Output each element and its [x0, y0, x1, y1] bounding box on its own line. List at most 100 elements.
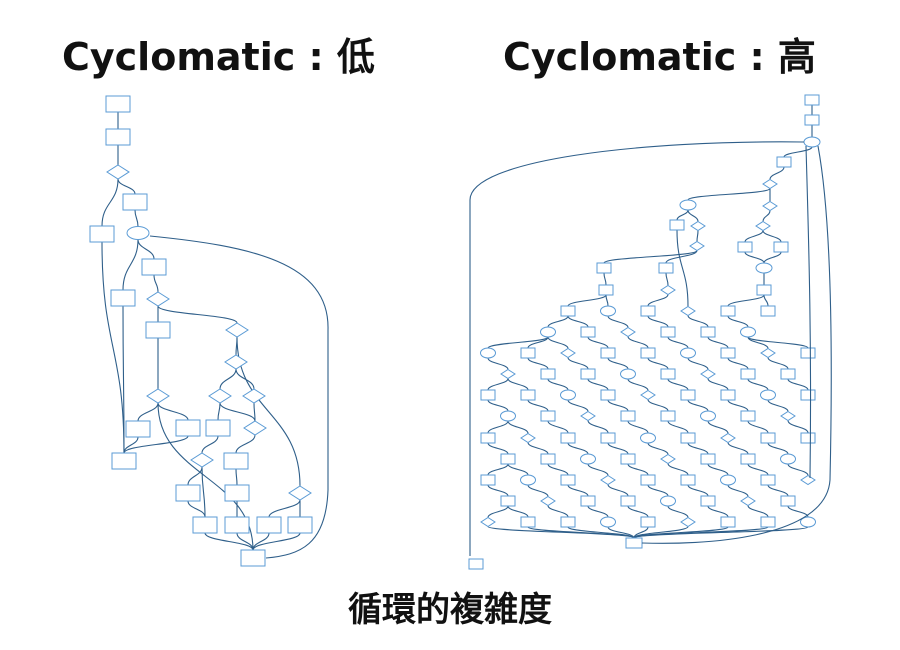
- flow-edge: [747, 420, 769, 434]
- flow-edge: [487, 399, 509, 412]
- process-node: [680, 389, 696, 401]
- flow-edge: [667, 420, 689, 434]
- merge-node: [700, 410, 716, 422]
- flow-edge: [587, 463, 609, 476]
- flow-edge: [744, 251, 765, 264]
- decision-node: [208, 388, 232, 404]
- merge-node: [520, 474, 536, 486]
- flow-edge: [667, 505, 689, 518]
- decision-node: [680, 305, 696, 317]
- process-node: [660, 326, 676, 338]
- decision-node: [800, 474, 816, 486]
- flow-edge: [137, 239, 155, 260]
- flow-edge: [134, 209, 139, 227]
- flow-edge: [783, 146, 813, 158]
- flow-edge: [567, 526, 635, 539]
- process-node: [800, 389, 816, 401]
- process-node: [468, 558, 484, 570]
- flow-edge: [767, 484, 789, 497]
- process-node: [287, 516, 313, 534]
- flow-edge: [707, 336, 729, 349]
- flow-edge: [603, 272, 607, 286]
- flow-edge: [687, 315, 709, 328]
- decision-node: [190, 452, 214, 468]
- decision-node: [540, 495, 556, 507]
- flow-edge: [587, 378, 609, 391]
- edges: [101, 112, 301, 551]
- process-node: [560, 516, 576, 528]
- flow-edge: [747, 463, 769, 476]
- flow-edge: [157, 305, 238, 324]
- loop-edge: [641, 145, 832, 544]
- decision-node: [780, 410, 796, 422]
- flow-edge: [567, 294, 607, 307]
- nodes: [89, 95, 313, 567]
- decision-node: [762, 178, 778, 190]
- process-node: [224, 516, 250, 534]
- process-node: [540, 368, 556, 380]
- merge-node: [755, 262, 773, 274]
- flow-edge: [763, 251, 782, 264]
- process-node: [520, 516, 536, 528]
- decision-node: [720, 432, 736, 444]
- decision-node: [580, 410, 596, 422]
- decision-node: [560, 347, 576, 359]
- process-node: [620, 453, 636, 465]
- flow-edge: [235, 468, 238, 486]
- decision-node: [689, 240, 705, 252]
- decision-node: [680, 516, 696, 528]
- process-node: [780, 495, 796, 507]
- process-node: [560, 432, 576, 444]
- flow-edge: [607, 357, 629, 370]
- merge-node: [640, 432, 656, 444]
- flow-edge: [252, 532, 301, 551]
- process-node: [700, 495, 716, 507]
- flow-edge: [647, 315, 669, 328]
- flow-edge: [769, 166, 785, 180]
- caption: 循環的複雑度: [348, 590, 552, 630]
- process-node: [640, 305, 656, 317]
- high-complexity-control-flow-graph: [468, 94, 832, 570]
- flow-edge: [787, 505, 809, 518]
- process-node: [256, 516, 282, 534]
- process-node: [720, 389, 736, 401]
- process-node: [224, 484, 250, 502]
- flow-edge: [627, 378, 649, 391]
- flow-edge: [527, 526, 635, 539]
- flow-edge: [201, 466, 206, 518]
- flow-edge: [507, 378, 529, 391]
- process-node: [760, 432, 776, 444]
- flow-edge: [137, 402, 159, 422]
- low-complexity-control-flow-graph: [89, 95, 329, 567]
- flow-edge: [507, 463, 529, 476]
- flow-edge: [627, 463, 649, 476]
- process-node: [760, 516, 776, 528]
- process-node: [520, 347, 536, 359]
- process-node: [760, 305, 776, 317]
- flow-edge: [253, 402, 256, 422]
- flow-edge: [507, 505, 529, 518]
- flow-edge: [707, 505, 729, 518]
- flow-edge: [527, 336, 549, 349]
- flow-edge: [219, 368, 237, 390]
- merge-node: [760, 389, 776, 401]
- process-node: [580, 495, 596, 507]
- merge-node: [720, 474, 736, 486]
- flow-edge: [487, 525, 635, 539]
- decision-node: [224, 354, 248, 370]
- process-node: [800, 432, 816, 444]
- process-node: [111, 452, 137, 470]
- flow-edge: [607, 399, 629, 412]
- process-node: [620, 495, 636, 507]
- flow-edge: [627, 505, 649, 518]
- process-node: [125, 420, 151, 438]
- process-node: [658, 262, 674, 274]
- merge-node: [600, 516, 616, 528]
- process-node: [680, 474, 696, 486]
- process-node: [660, 410, 676, 422]
- merge-node: [500, 410, 516, 422]
- flow-edge: [605, 294, 609, 307]
- flow-edge: [787, 463, 809, 476]
- process-node: [175, 419, 201, 437]
